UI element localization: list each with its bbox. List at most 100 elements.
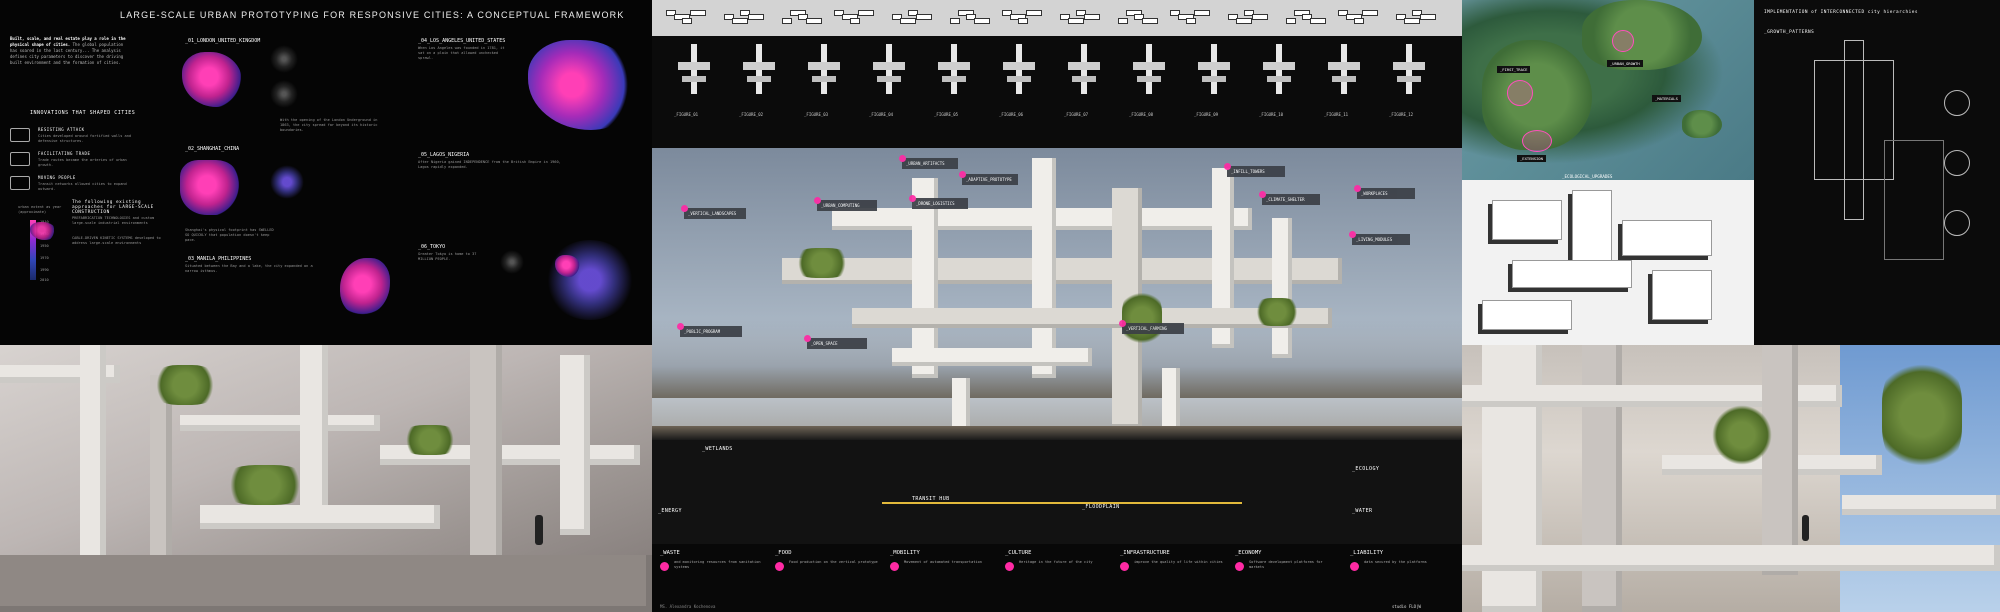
innovation-name: MOVING PEOPLE	[38, 175, 76, 180]
left-render	[0, 345, 652, 612]
map-label: _EXTENSION	[1517, 155, 1546, 162]
map-london	[182, 52, 242, 107]
ground-label: _FLOODPLAIN	[1082, 504, 1120, 510]
figure-caption: _FIGURE_03	[804, 112, 829, 117]
structure-beam	[1842, 495, 2000, 515]
city-label-manila: _03_MANILA_PHILIPPINES	[185, 256, 252, 262]
growth-item: PREFABRICATION TECHNOLOGIES and custom l…	[72, 216, 155, 225]
legend-gradient	[30, 220, 36, 280]
category-dot-icon	[1120, 562, 1129, 571]
category-name: _FOOD	[775, 550, 792, 556]
ground-label: _ECOLOGY	[1352, 466, 1380, 472]
city-label-london: _01_LONDON_UNITED_KINGDOM	[185, 38, 261, 44]
legend-value: 1990	[40, 268, 49, 272]
figure-glyph	[1058, 6, 1100, 28]
iso-block	[1572, 190, 1612, 270]
greenery	[220, 465, 310, 505]
figure-glyph	[1114, 6, 1158, 28]
category-text: data secured by the platforms	[1364, 560, 1427, 564]
structure-column	[1162, 368, 1180, 438]
category-name: _LIABILITY	[1350, 550, 1384, 556]
innovation-name: FACILITATING TRADE	[38, 151, 91, 156]
figure-caption: _FIGURE_10	[1259, 112, 1284, 117]
city-text: Shanghai's physical footprint has SWELLE…	[185, 228, 274, 242]
callout: _LIVING_MODULES	[1349, 231, 1410, 245]
structure-beam	[892, 348, 1092, 366]
intro-text: Built, scale, and real estate play a rol…	[10, 36, 130, 66]
person-figure	[535, 515, 543, 545]
figure-tower	[1259, 44, 1299, 100]
structure-column	[470, 345, 502, 575]
city-text: With the opening of the London Undergrou…	[280, 118, 378, 132]
iso-block	[1622, 220, 1712, 256]
intro-body: The global population has soared in the …	[10, 42, 124, 65]
city-text: After Nigeria gained INDEPENDENCE from t…	[418, 160, 561, 169]
map-thumb	[500, 250, 524, 274]
map-thumb	[270, 80, 298, 108]
system-label: _WATER	[1352, 508, 1373, 514]
figure-caption: _FIGURE_12	[1389, 112, 1414, 117]
fortress-icon	[10, 128, 30, 142]
diagram-node	[1944, 150, 1970, 176]
city-label-lagos: _05_LAGOS_NIGERIA	[418, 152, 470, 158]
callout: _VERTICAL_FARMING	[1119, 320, 1184, 334]
greenery	[400, 425, 460, 455]
category-text: improve the quality of life within citie…	[1134, 560, 1223, 564]
iso-block	[1652, 270, 1712, 320]
structure-column	[150, 375, 172, 575]
legend-value: 1970	[40, 256, 49, 260]
callout: _URBAN_ARTIFACTS	[899, 155, 958, 169]
right-render	[1462, 345, 2000, 612]
innovation-text: Trade routes became the arteries of urba…	[38, 158, 127, 167]
figure-tower	[999, 44, 1039, 100]
category-text: and monitoring resources from sanitation…	[674, 560, 761, 569]
ground-section: _WETLANDS TRANSIT HUB _FLOODPLAIN _ECOLO…	[652, 426, 1462, 544]
landmass	[1582, 0, 1702, 70]
callout: _WORKPLACES	[1354, 185, 1415, 199]
growth-panel: IMPLEMENTATION of INTERCONNECTED city hi…	[1754, 0, 2000, 345]
category-text: Food production on the vertical prototyp…	[789, 560, 878, 564]
site-map: _FIRST_TRACE _URBAN_GROWTH _EXTENSION _M…	[1462, 0, 1754, 180]
site-marker	[1507, 80, 1533, 106]
figure-caption: _FIGURE_01	[674, 112, 699, 117]
city-text: Greater Tokyo is home to 37 MILLION PEOP…	[418, 252, 477, 261]
transit-line	[882, 502, 1242, 504]
structure-beam	[1462, 385, 1842, 407]
figure-caption: _FIGURE_07	[1064, 112, 1089, 117]
callout: _OPEN_SPACE	[804, 335, 867, 349]
figure-tower	[674, 44, 714, 100]
landmass	[1682, 110, 1722, 138]
isometric-view	[1462, 180, 1754, 345]
city-label-tokyo: _06_TOKYO	[418, 244, 446, 250]
category-name: _ECONOMY	[1235, 550, 1262, 556]
category-dot-icon	[1350, 562, 1359, 571]
category-name: _CULTURE	[1005, 550, 1032, 556]
map-thumb	[270, 45, 298, 73]
callout: _ADAPTIVE_PROTOTYPE	[959, 171, 1018, 185]
map-los-angeles	[528, 40, 638, 130]
left-info-panel: LARGE-SCALE URBAN PROTOTYPING FOR RESPON…	[0, 0, 652, 345]
category-name: _MOBILITY	[890, 550, 920, 556]
category-text: Movement of automated transportation	[904, 560, 982, 564]
structure-column	[912, 178, 938, 378]
figure-strip: _FIGURE_01_FIGURE_02_FIGURE_03_FIGURE_04…	[652, 0, 1462, 148]
wireframe-tower	[1884, 140, 1944, 260]
callout: _URBAN_COMPUTING	[814, 197, 877, 211]
right-heading: IMPLEMENTATION of INTERCONNECTED city hi…	[1764, 10, 1919, 15]
legend-value: 2010	[40, 278, 49, 282]
map-label: _URBAN_GROWTH	[1607, 60, 1643, 67]
iso-caption: _ECOLOGICAL_UPGRADES	[1562, 174, 1613, 179]
map-shanghai	[180, 160, 240, 215]
iso-block	[1492, 200, 1562, 240]
figure-glyph	[1394, 6, 1436, 28]
footer-studio: studio FLO|W	[1392, 604, 1421, 609]
city-label-los-angeles: _04_LOS_ANGELES_UNITED_STATES	[418, 38, 506, 44]
structure-column	[1272, 218, 1292, 358]
legend-title: urban extent as year (approximate)	[18, 205, 62, 214]
legend-value: 1950	[40, 244, 49, 248]
category-dot-icon	[890, 562, 899, 571]
structure-beam	[852, 308, 1332, 328]
figure-glyph	[1002, 6, 1044, 28]
figure-tower	[804, 44, 844, 100]
figure-tower	[1194, 44, 1234, 100]
